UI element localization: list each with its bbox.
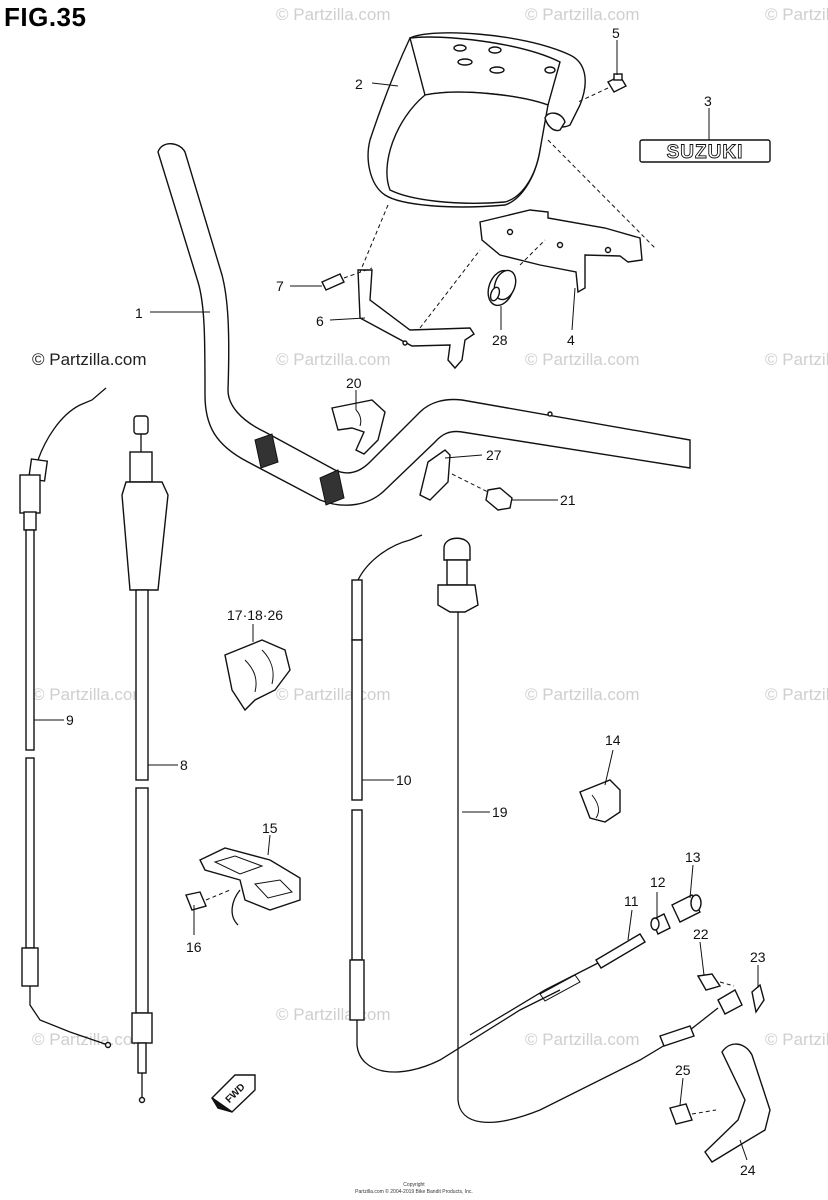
callout-16: 16 [186, 939, 202, 955]
callout-11: 11 [624, 893, 639, 909]
watermark: © Partzilla.com [276, 1005, 391, 1024]
callout-28: 28 [492, 332, 508, 348]
copyright: Copyright Partzilla.com © 2004-2019 Bike… [355, 1182, 473, 1195]
watermark: © Partzilla.com [765, 685, 828, 704]
callout-5: 5 [612, 25, 620, 41]
clamp-17-18-26 [224, 639, 291, 712]
screw-7 [321, 267, 373, 291]
copyright-line2: Partzilla.com © 2004-2019 Bike Bandit Pr… [355, 1188, 473, 1195]
watermark: © Partzilla.com [525, 350, 640, 369]
watermark: © Partzilla.com [765, 350, 828, 369]
figure-title: FIG.35 [4, 2, 87, 32]
collar-12 [650, 913, 671, 935]
headlight-cover [367, 32, 586, 208]
callout-23: 23 [750, 949, 766, 965]
bolt-22 [696, 973, 735, 991]
bolt-16 [185, 889, 231, 911]
watermark: © Partzilla.com [276, 5, 391, 24]
bracket-6 [357, 204, 481, 370]
callout-20: 20 [346, 375, 362, 391]
handlebar-knurling [254, 433, 345, 506]
watermark: © Partzilla.com [525, 685, 640, 704]
callout-6: 6 [316, 313, 324, 329]
watermark: © Partzilla.com [525, 1030, 640, 1049]
screw-5 [577, 73, 627, 103]
callouts: 2 5 3 4 7 6 28 1 20 27 21 9 8 10 19 15 1… [66, 25, 766, 1178]
spring-11 [469, 933, 646, 1036]
leader-lines [34, 40, 759, 1161]
cable-joint [659, 989, 743, 1047]
clamp-14 [579, 779, 621, 823]
callout-25: 25 [675, 1062, 691, 1078]
callout-13: 13 [685, 849, 701, 865]
handlebar [157, 143, 691, 506]
bolt-25 [669, 1103, 717, 1125]
callout-3: 3 [704, 93, 712, 109]
callout-12: 12 [650, 874, 666, 890]
copyright-line1: Copyright [403, 1182, 425, 1188]
cable-8 [121, 415, 169, 1104]
clip-23 [751, 983, 765, 1014]
callout-14: 14 [605, 732, 621, 748]
fwd-arrow-icon: FWD [210, 1074, 256, 1113]
watermark: © Partzilla.com [32, 350, 147, 369]
callout-15: 15 [262, 820, 278, 836]
callout-4: 4 [567, 332, 575, 348]
callout-27: 27 [486, 447, 502, 463]
callout-19: 19 [492, 804, 508, 820]
bracket-4 [479, 139, 656, 294]
watermark: © Partzilla.com [32, 685, 147, 704]
callout-2: 2 [355, 76, 363, 92]
clamp-27 [419, 449, 451, 501]
bolt-21 [451, 473, 513, 511]
lever-24 [704, 1043, 771, 1163]
watermark: © Partzilla.com [525, 5, 640, 24]
cap-13 [671, 894, 702, 923]
callout-1: 1 [135, 305, 143, 321]
brand-label: SUZUKI [667, 142, 744, 163]
watermark: © Partzilla.com [276, 350, 391, 369]
suzuki-emblem: SUZUKI [639, 139, 771, 163]
grommet-28 [487, 239, 546, 307]
callout-22: 22 [693, 926, 709, 942]
bracket-15 [199, 847, 301, 926]
watermark: © Partzilla.com [765, 5, 828, 24]
callout-21: 21 [560, 492, 576, 508]
watermark: © Partzilla.com [276, 685, 391, 704]
cable-9 [19, 387, 112, 1049]
callout-7: 7 [276, 278, 284, 294]
callout-9: 9 [66, 712, 74, 728]
cable-19 [437, 537, 691, 1123]
callout-17-18-26: 17·18·26 [227, 607, 283, 623]
watermark: © Partzilla.com [765, 1030, 828, 1049]
cable-clamp-20 [331, 399, 386, 455]
callout-10: 10 [396, 772, 412, 788]
callout-24: 24 [740, 1162, 756, 1178]
cable-10 [349, 534, 561, 1073]
callout-8: 8 [180, 757, 188, 773]
watermark: © Partzilla.com [32, 1030, 147, 1049]
